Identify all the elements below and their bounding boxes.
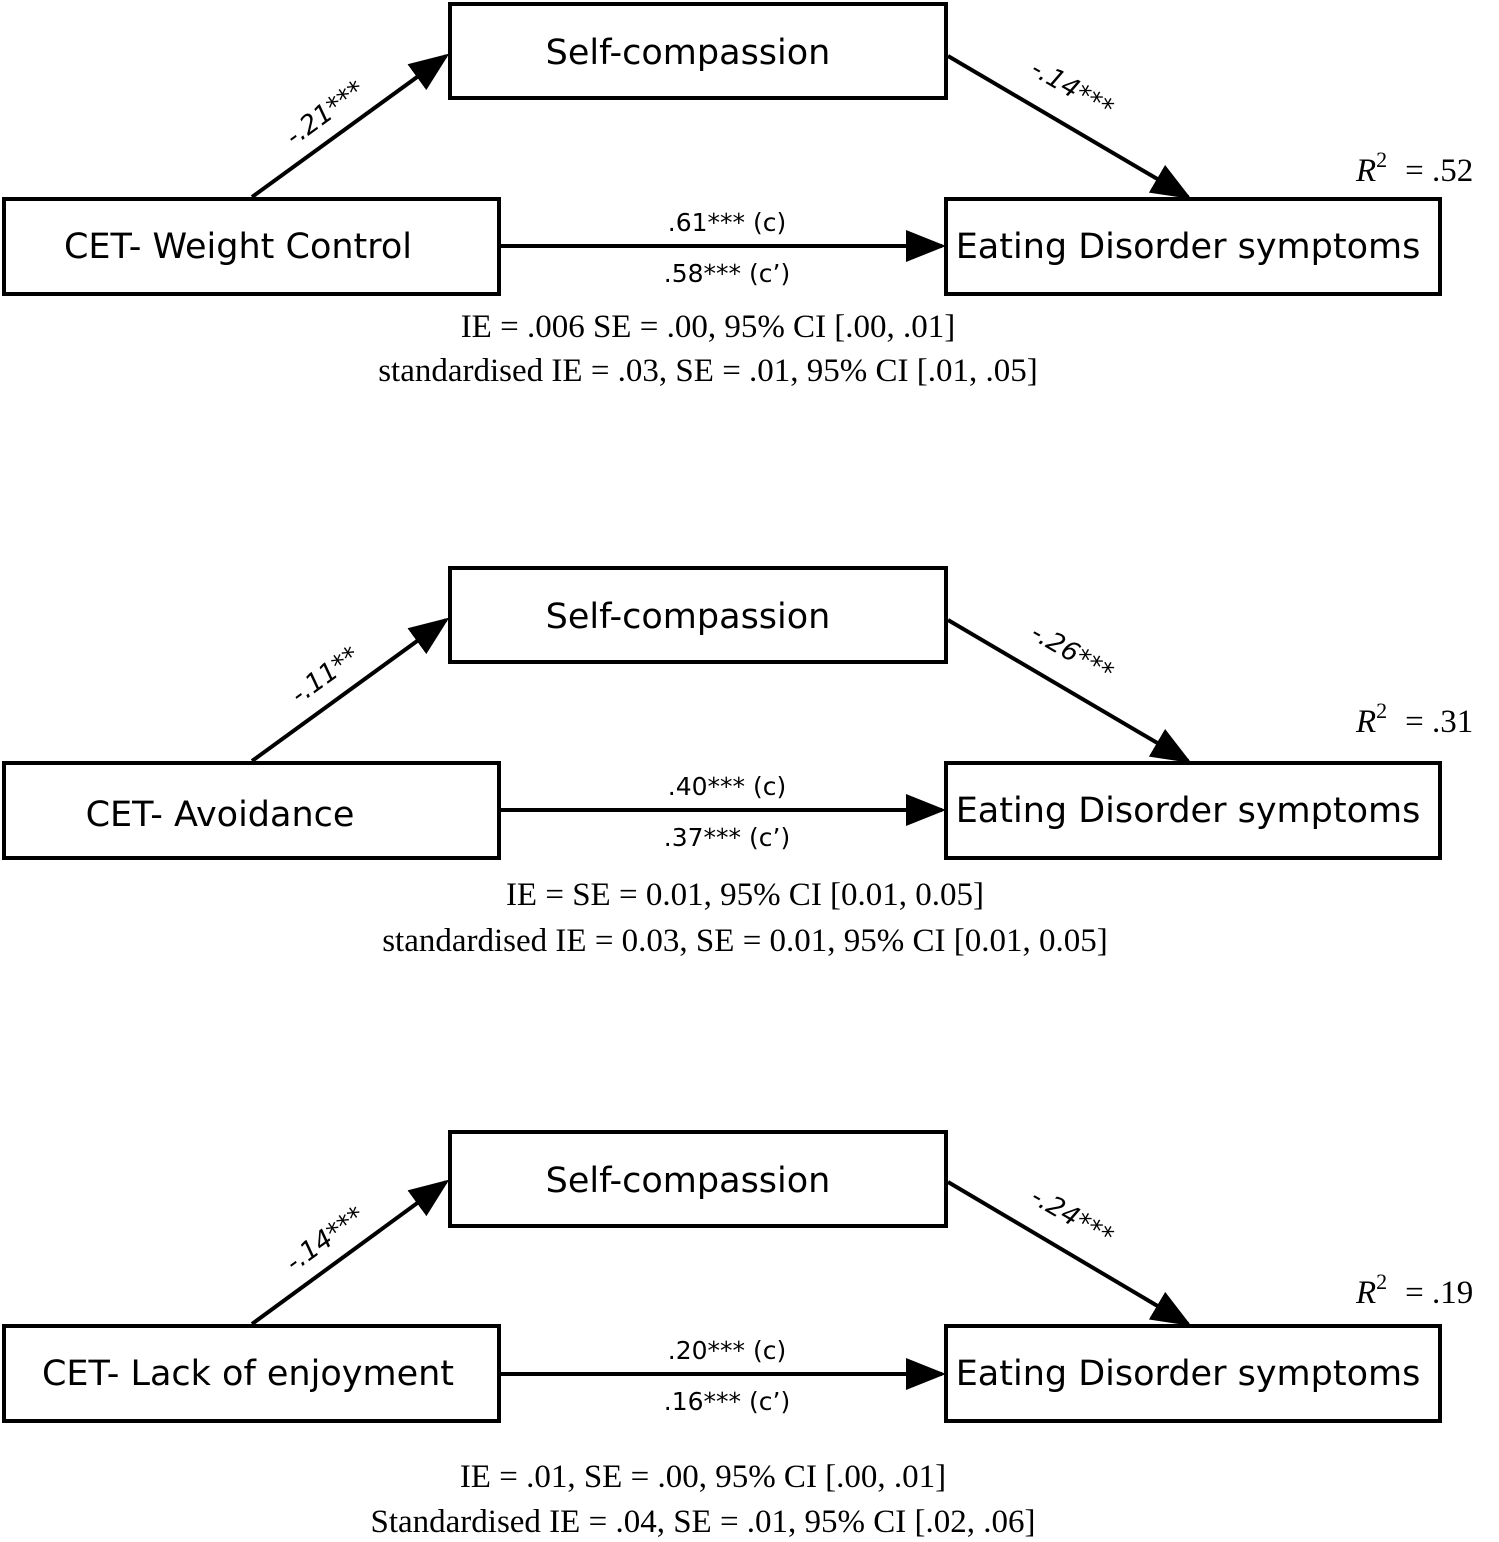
predictor-box (2, 761, 501, 860)
path-c-prime-label: .16*** (c’) (664, 1387, 790, 1416)
outcome-label: Eating Disorder symptoms (956, 227, 1421, 267)
indirect-effect-text: IE = .006 SE = .00, 95% CI [.00, .01] (461, 309, 956, 345)
r-squared: R2 = .31 (1355, 698, 1473, 740)
mediator-label: Self-compassion (546, 33, 831, 73)
outcome-box (944, 761, 1442, 860)
path-b-label: -.26*** (1026, 618, 1119, 689)
predictor-label: CET- Lack of enjoyment (42, 1354, 454, 1394)
path-a-arrow (250, 1179, 450, 1326)
path-c-label: .40*** (c) (668, 772, 786, 801)
predictor-box (2, 197, 501, 296)
r-squared-exponent: 2 (1376, 1269, 1387, 1294)
predictor-label: CET- Avoidance (86, 795, 355, 835)
r-squared-exponent: 2 (1376, 698, 1387, 723)
path-c-label: .20*** (c) (668, 1336, 786, 1365)
mediator-box (448, 1130, 948, 1228)
r-squared-symbol: R (1355, 1275, 1376, 1311)
r-squared-symbol: R (1355, 704, 1376, 740)
outcome-box (944, 197, 1442, 296)
path-b-arrow (946, 618, 1192, 764)
path-a-arrow (250, 53, 450, 199)
outcome-box (944, 1324, 1442, 1423)
path-b-label: -.14*** (1026, 54, 1119, 125)
path-a-arrow (250, 617, 450, 763)
predictor-label: CET- Weight Control (64, 227, 412, 267)
r-squared-exponent: 2 (1376, 147, 1387, 172)
mediation-panel-1: Self-compassion CET- Weight Control Eati… (2, 2, 1473, 389)
r-squared-value: = .31 (1405, 704, 1473, 740)
r-squared-value: = .52 (1405, 153, 1473, 189)
path-a-label: -.21*** (280, 75, 370, 152)
path-c-prime-label: .58*** (c’) (664, 259, 790, 288)
path-b-arrow (946, 54, 1192, 200)
indirect-effect-text: IE = SE = 0.01, 95% CI [0.01, 0.05] (506, 877, 984, 913)
r-squared-symbol: R (1355, 153, 1376, 189)
mediator-box (448, 2, 948, 100)
indirect-effect-text: IE = .01, SE = .00, 95% CI [.00, .01] (460, 1459, 946, 1495)
path-a-label: -.11** (285, 641, 365, 710)
standardised-indirect-effect-text: standardised IE = 0.03, SE = 0.01, 95% C… (382, 923, 1108, 959)
path-b-arrow (946, 1180, 1192, 1327)
predictor-box (2, 1324, 501, 1423)
path-c-prime-label: .37*** (c’) (664, 823, 790, 852)
mediation-panel-3: Self-compassion CET- Lack of enjoyment E… (2, 1130, 1473, 1540)
outcome-label: Eating Disorder symptoms (956, 1354, 1421, 1394)
path-b-label: -.24*** (1026, 1182, 1119, 1253)
r-squared: R2 = .52 (1355, 147, 1473, 189)
path-c-label: .61*** (c) (668, 208, 786, 237)
mediator-label: Self-compassion (546, 1161, 831, 1201)
r-squared-value: = .19 (1405, 1275, 1473, 1311)
standardised-indirect-effect-text: standardised IE = .03, SE = .01, 95% CI … (378, 353, 1038, 389)
r-squared: R2 = .19 (1355, 1269, 1473, 1311)
outcome-label: Eating Disorder symptoms (956, 791, 1421, 831)
standardised-indirect-effect-text: Standardised IE = .04, SE = .01, 95% CI … (370, 1504, 1035, 1540)
path-a-label: -.14*** (280, 1201, 370, 1278)
mediator-box (448, 566, 948, 664)
mediation-panel-2: Self-compassion CET- Avoidance Eating Di… (2, 566, 1473, 959)
mediator-label: Self-compassion (546, 597, 831, 637)
